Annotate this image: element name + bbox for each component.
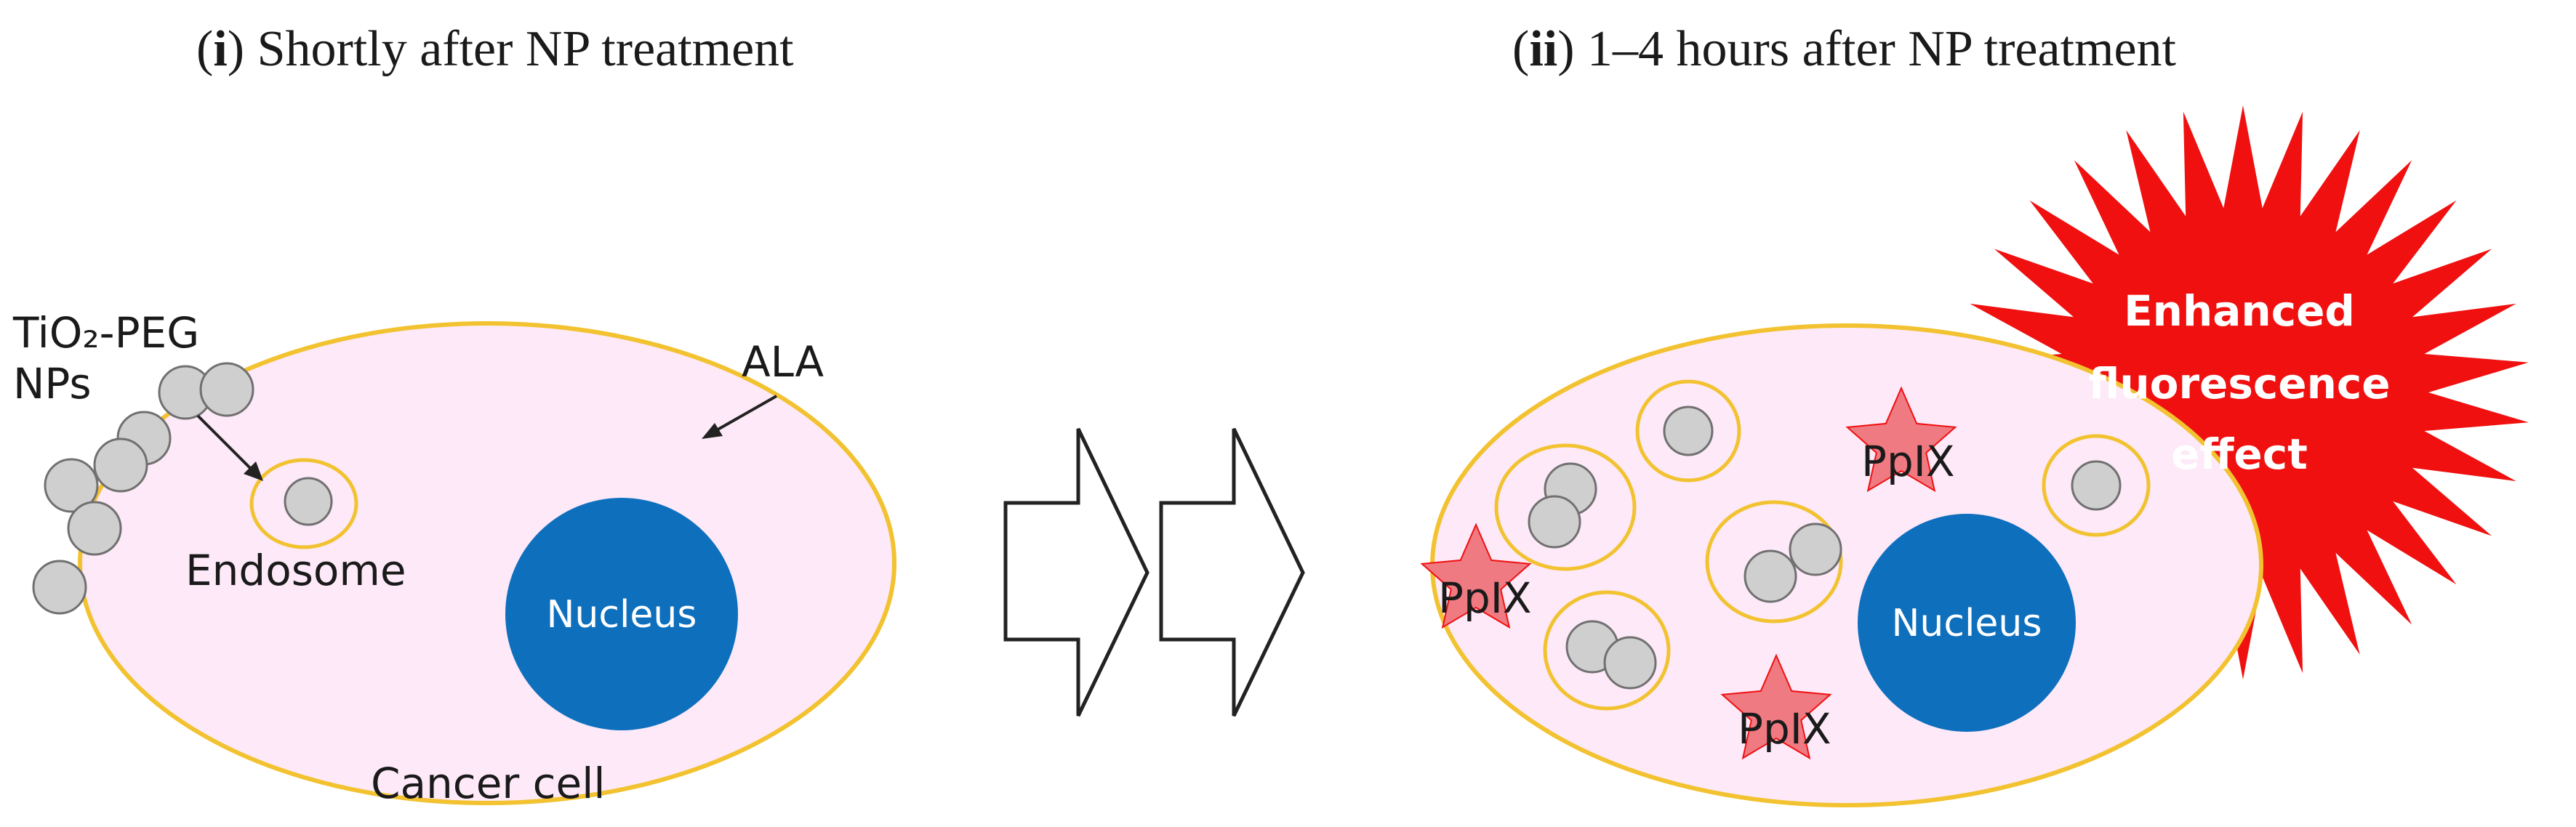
nanoparticle-in-endosome xyxy=(284,477,333,526)
uptake-arrow xyxy=(196,414,263,481)
nanoparticle xyxy=(44,458,99,513)
nanoparticle xyxy=(32,560,87,615)
ppix-star xyxy=(1420,523,1532,629)
ppix-label-3: PpIX xyxy=(1738,704,1831,754)
nucleus-i-label: Nucleus xyxy=(547,593,697,637)
transition-arrows xyxy=(1003,427,1305,717)
transition-arrow-1 xyxy=(1003,427,1149,717)
nanoparticle xyxy=(2071,460,2122,511)
ala-label: ALA xyxy=(742,337,824,387)
ppix-star xyxy=(1720,653,1832,760)
endosome xyxy=(1635,379,1741,483)
nucleus-ii-label: Nucleus xyxy=(1892,602,2042,645)
effect-label-line1: Enhanced xyxy=(2124,286,2355,336)
nanoparticle xyxy=(67,501,122,556)
nanoparticle xyxy=(93,437,148,493)
endosome xyxy=(1543,590,1671,711)
effect-label-line2: fluorescence xyxy=(2088,359,2390,408)
endosome-label: Endosome xyxy=(185,546,406,595)
endosome-i xyxy=(249,458,358,549)
nucleus-ii xyxy=(1858,514,2076,732)
endosome-group-ii xyxy=(1494,379,2151,711)
endosome xyxy=(1705,500,1843,624)
cancer-cell-label: Cancer cell xyxy=(371,759,605,808)
endosome xyxy=(1494,443,1637,571)
nanoparticle xyxy=(1789,523,1842,576)
transition-arrow-2 xyxy=(1159,427,1305,717)
nanoparticle xyxy=(199,362,254,417)
ppix-star xyxy=(1845,386,1957,493)
nanoparticle xyxy=(1663,406,1714,456)
ala-arrow xyxy=(702,395,777,439)
ppix-label-2: PpIX xyxy=(1438,573,1532,623)
np-label-line2: NPs xyxy=(13,359,92,408)
np-label-line1: TiO₂-PEG xyxy=(12,308,199,358)
endosome xyxy=(2042,434,2151,537)
panel-i-heading: (i) Shortly after NP treatment xyxy=(196,21,794,77)
nanoparticle-cluster-membrane xyxy=(32,362,254,615)
nanoparticle xyxy=(1744,549,1797,603)
panel-ii-heading: (ii) 1–4 hours after NP treatment xyxy=(1512,21,2177,77)
ppix-label-1: PpIX xyxy=(1861,437,1955,486)
nanoparticle xyxy=(1528,495,1581,549)
nanoparticle xyxy=(1603,636,1657,690)
effect-label-line3: effect xyxy=(2171,429,2308,479)
nucleus-i xyxy=(505,498,738,730)
